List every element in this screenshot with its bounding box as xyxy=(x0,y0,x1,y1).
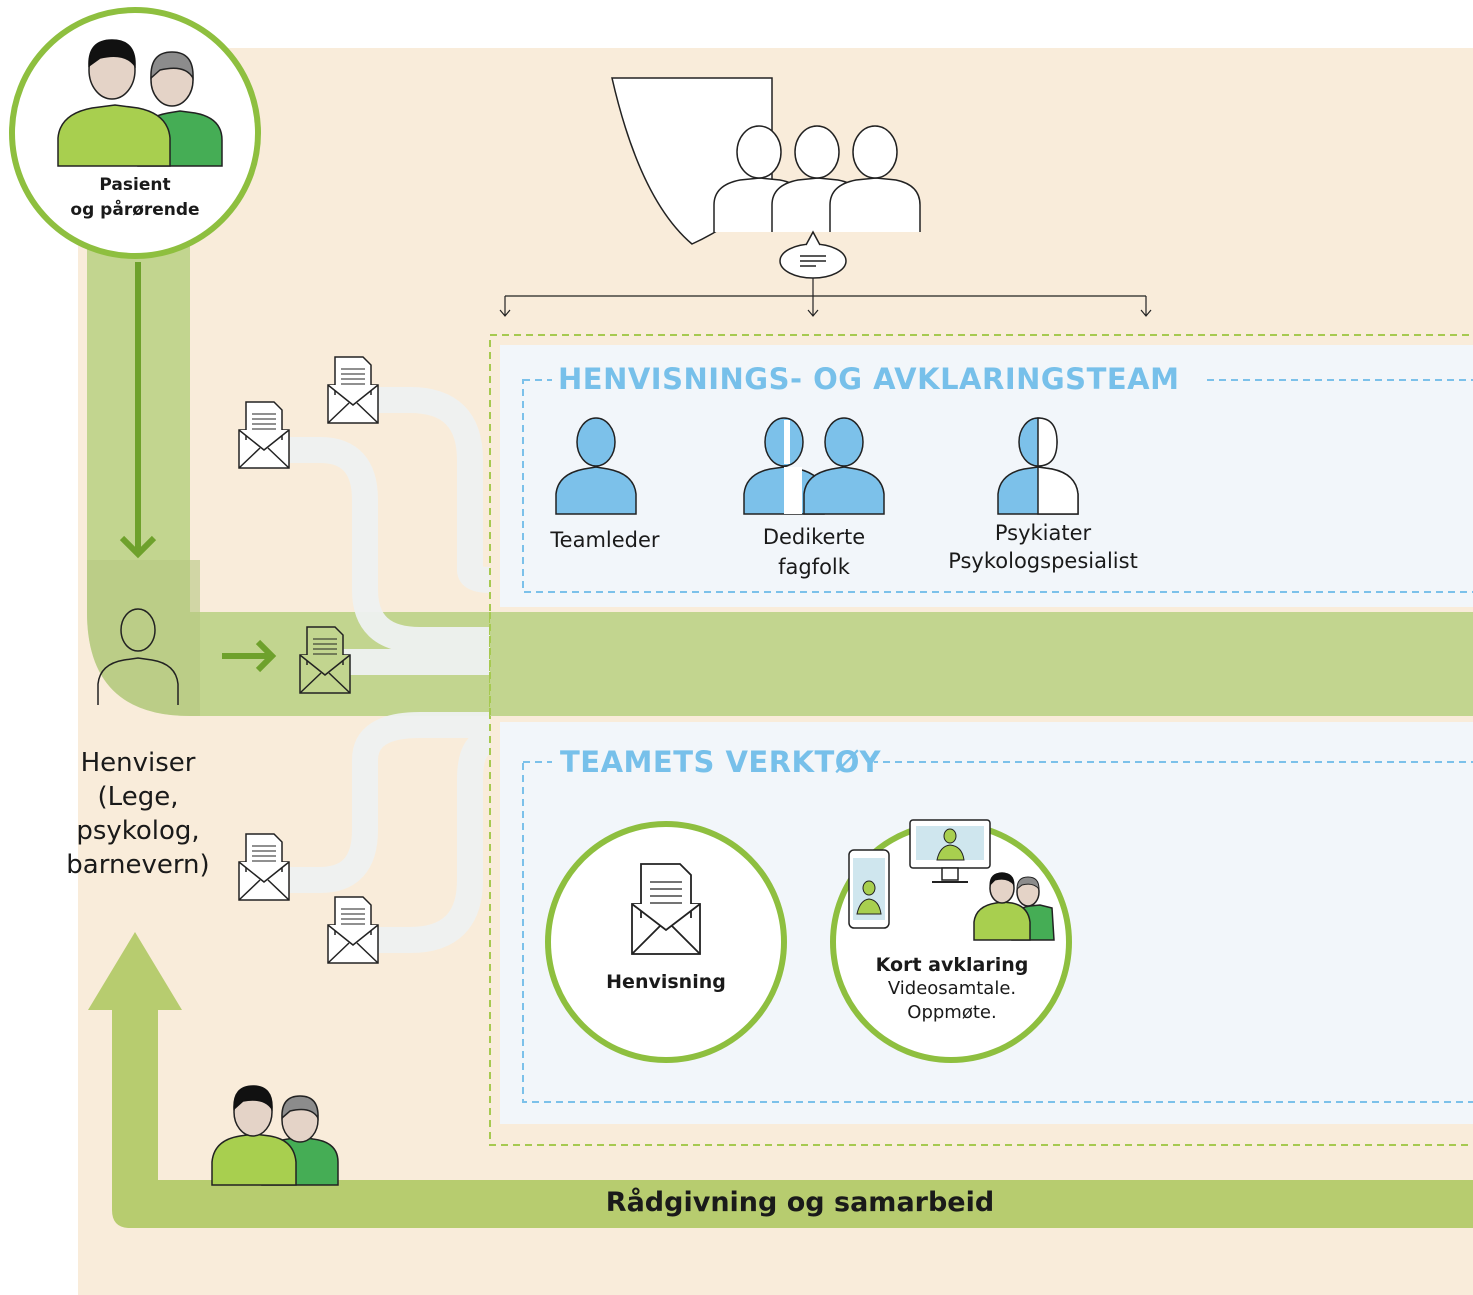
footer-label: Rådgivning og samarbeid xyxy=(605,1187,995,1218)
envelope-icon xyxy=(238,401,290,469)
patient-label-line1: Pasient xyxy=(99,175,171,195)
referrer-label-line1: Henviser xyxy=(80,748,196,778)
team-container xyxy=(489,334,1473,1146)
envelope-icon xyxy=(327,356,379,424)
team-role-psychiatrist: Psykiater Psykologspesialist xyxy=(920,519,1166,575)
psychiatrist-icon xyxy=(997,417,1079,515)
speech-bubble-icon xyxy=(779,230,847,279)
patient-label: Pasient og pårørende xyxy=(35,173,235,223)
clarification-tool-label: Kort avklaring Videosamtale. Oppmøte. xyxy=(856,953,1048,1025)
referral-document-icon xyxy=(631,863,701,955)
mobile-phone-icon xyxy=(848,849,890,929)
bottom-family-icon xyxy=(211,1085,339,1186)
referral-tool-label: Henvisning xyxy=(606,971,726,993)
team-title: HENVISNINGS- OG AVKLARINGSTEAM xyxy=(558,362,1180,396)
team-role-dedicated: Dedikerte fagfolk xyxy=(724,522,904,582)
envelope-icon xyxy=(238,833,290,901)
referrer-label-line3: psykolog, xyxy=(76,816,200,846)
team-role-dedicated-line1: Dedikerte xyxy=(762,525,866,549)
tools-box xyxy=(522,761,1473,1103)
distribution-arrows xyxy=(499,278,1152,317)
right-arrow-icon xyxy=(222,639,277,673)
video-family-icon xyxy=(973,872,1055,941)
referrer-label: Henviser (Lege, psykolog, barnevern) xyxy=(48,746,228,882)
patient-label-line2: og pårørende xyxy=(70,200,200,220)
team-role-dedicated-line2: fagfolk xyxy=(778,555,850,579)
tools-title: TEAMETS VERKTØY xyxy=(560,745,881,779)
return-flow-band xyxy=(112,975,1473,1228)
up-arrow-icon xyxy=(88,932,182,1030)
dedicated-staff-icon xyxy=(743,417,885,515)
teamleader-icon xyxy=(555,417,637,515)
clarification-title: Kort avklaring xyxy=(875,954,1029,976)
team-role-psychiatrist-line2: Psykologspesialist xyxy=(948,549,1138,573)
clarification-line2: Videosamtale. xyxy=(887,978,1017,999)
desktop-monitor-icon xyxy=(909,819,991,883)
team-role-teamleader: Teamleder xyxy=(520,527,690,554)
letter-paths xyxy=(290,387,492,953)
referral-envelope-icon xyxy=(299,626,351,694)
envelope-icon xyxy=(327,896,379,964)
down-arrow-icon xyxy=(119,262,157,559)
referrer-label-line4: barnevern) xyxy=(66,850,210,880)
board-group-icon xyxy=(713,125,921,232)
patient-family-icon xyxy=(57,39,223,167)
team-role-psychiatrist-line1: Psykiater xyxy=(994,521,1092,545)
team-role-teamleader-line1: Teamleder xyxy=(550,528,660,552)
clarification-line3: Oppmøte. xyxy=(907,1002,997,1023)
referrer-label-line2: (Lege, xyxy=(97,782,179,812)
referrer-person-icon xyxy=(97,608,179,705)
